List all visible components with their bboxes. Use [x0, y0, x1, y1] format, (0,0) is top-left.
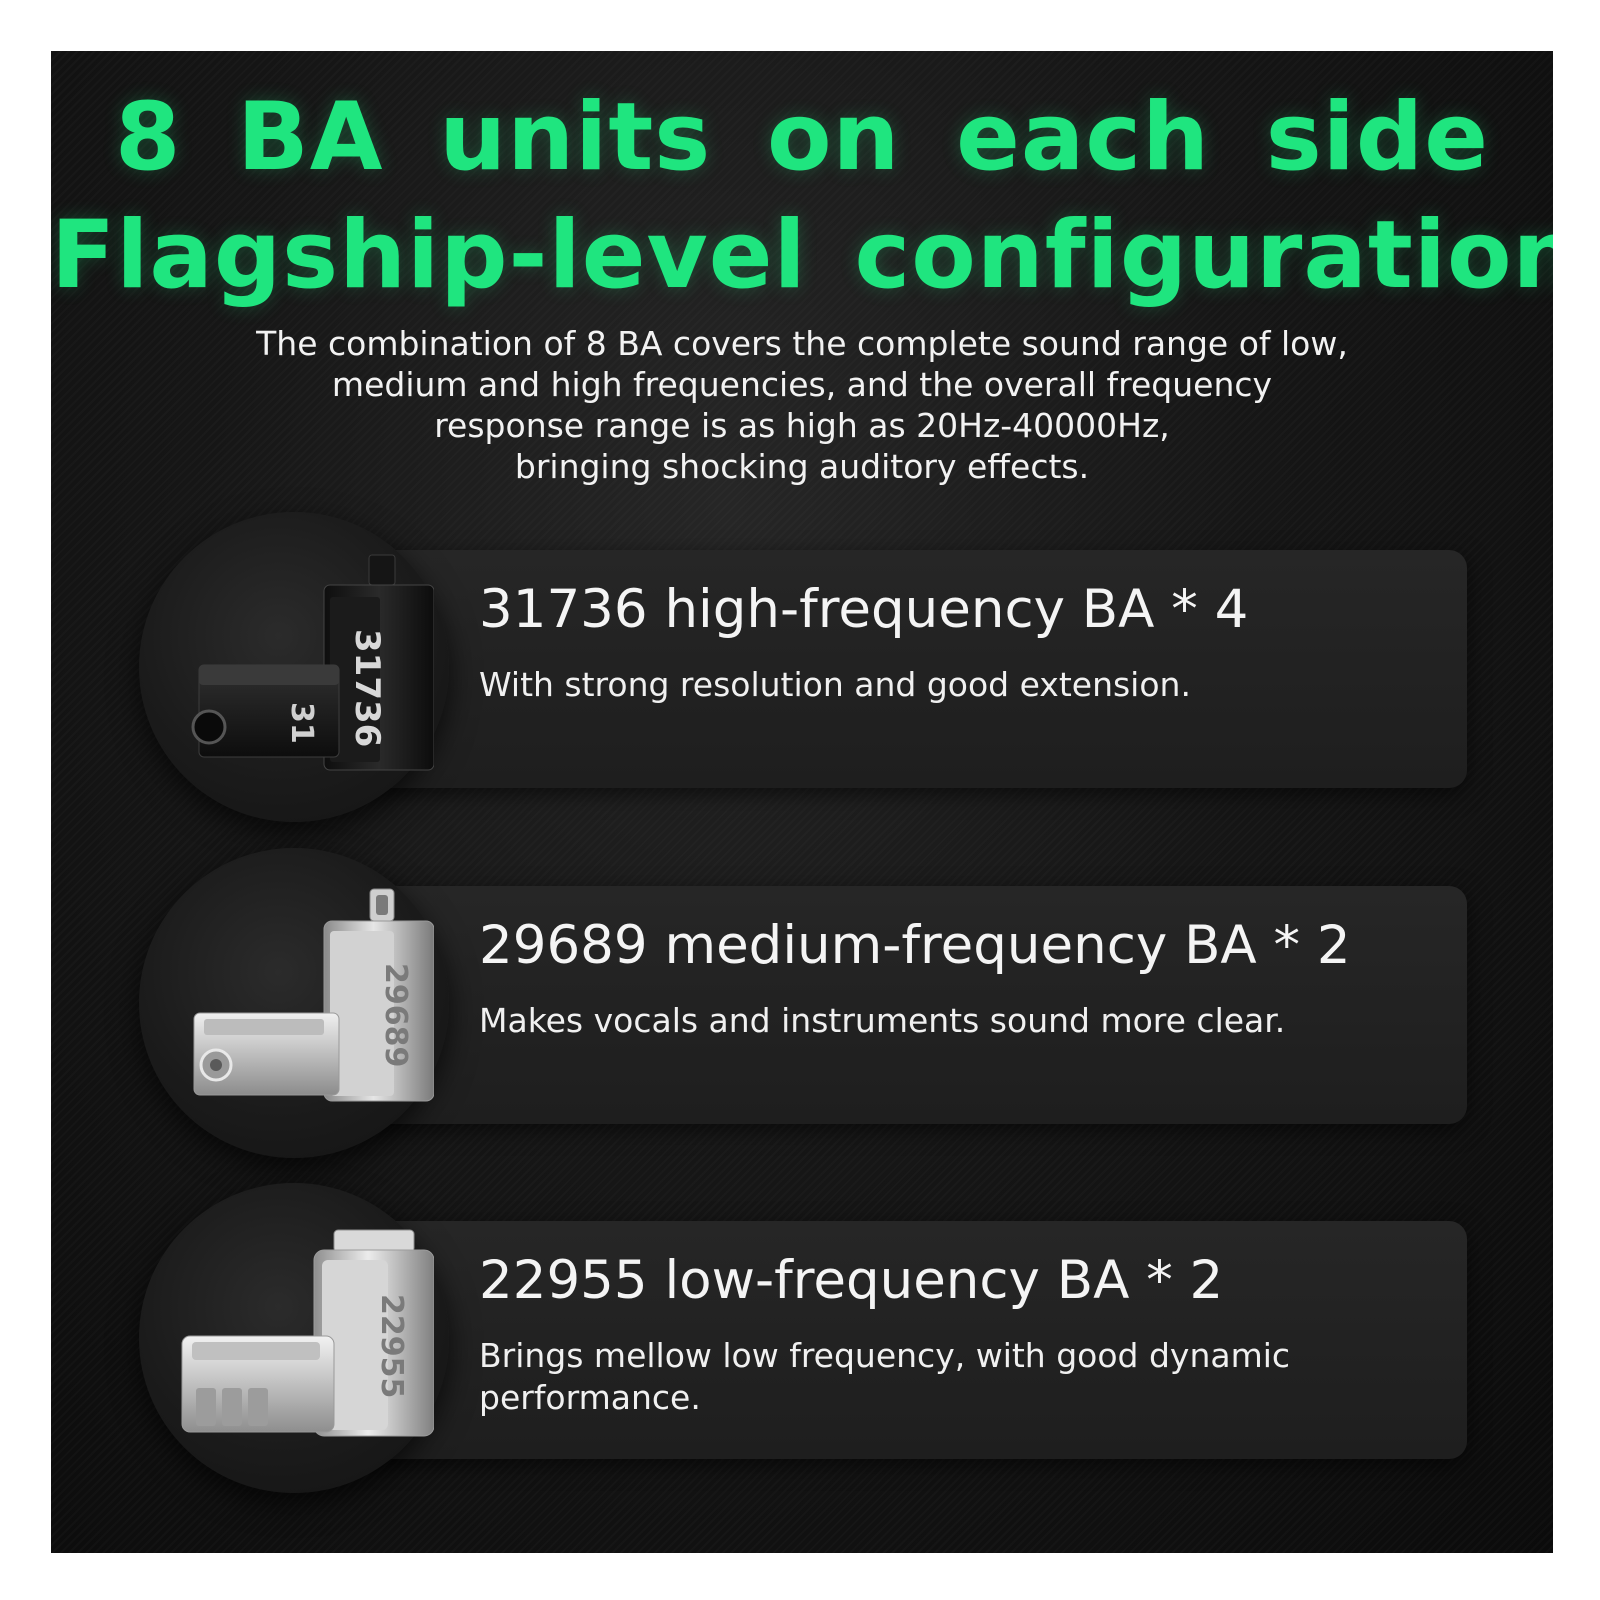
svg-text:29689: 29689 [378, 963, 413, 1067]
feature-title: 29689 medium-frequency BA * 2 [479, 915, 1351, 976]
feature-card-high-frequency: 31736 31 31736 high-frequency BA * 4 Wit… [139, 512, 1517, 842]
feature-title: 22955 low-frequency BA * 2 [479, 1250, 1224, 1311]
svg-text:31736: 31736 [347, 629, 387, 747]
ba-driver-silver-large-image: 22955 [181, 1229, 434, 1437]
intro-line: medium and high frequencies, and the ove… [331, 365, 1273, 404]
feature-card-low-frequency: 22955 22955 low-frequency BA * 2 Brings … [139, 1183, 1517, 1513]
feature-description: With strong resolution and good extensio… [479, 665, 1191, 704]
ba-driver-dark-image: 31736 31 [191, 554, 434, 771]
intro-line: response range is as high as 20Hz-40000H… [434, 406, 1170, 445]
feature-card-medium-frequency: 29689 29689 medium-frequency BA * 2 Make… [139, 848, 1517, 1178]
headline-line-1: 8 BA units on each side [115, 83, 1489, 192]
feature-title: 31736 high-frequency BA * 4 [479, 579, 1249, 640]
intro-line: The combination of 8 BA covers the compl… [256, 324, 1348, 363]
ba-driver-silver-image: 29689 [193, 888, 434, 1102]
headline-line-2: Flagship-level configuration [51, 201, 1553, 310]
feature-panel [329, 1221, 1467, 1459]
feature-description: Makes vocals and instruments sound more … [479, 1001, 1286, 1040]
feature-description: Brings mellow low frequency, with good d… [479, 1336, 1291, 1417]
svg-text:22955: 22955 [374, 1294, 409, 1398]
product-poster: 8 BA units on each side Flagship-level c… [51, 51, 1553, 1553]
feature-panel [329, 886, 1467, 1124]
intro-paragraph: The combination of 8 BA covers the compl… [151, 323, 1453, 487]
svg-text:31: 31 [284, 702, 319, 744]
intro-line: bringing shocking auditory effects. [514, 447, 1090, 486]
feature-panel [329, 550, 1467, 788]
